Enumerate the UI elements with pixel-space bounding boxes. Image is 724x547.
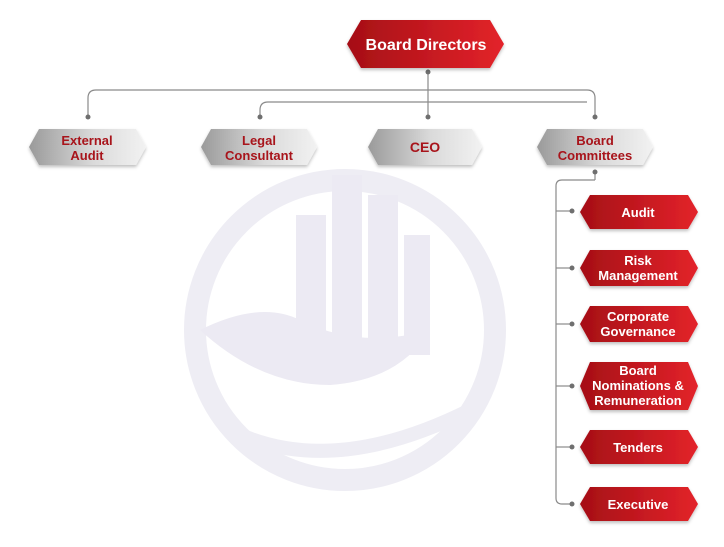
node-committee-risk-management: Risk Management bbox=[580, 250, 698, 286]
node-label-line-2: Consultant bbox=[225, 148, 294, 163]
node-label-line-2: Governance bbox=[600, 324, 675, 339]
node-committee-audit: Audit bbox=[580, 195, 698, 229]
node-label-line-2: Nominations & bbox=[592, 378, 684, 393]
node-committee-executive: Executive bbox=[580, 487, 698, 521]
node-label: Audit bbox=[621, 205, 655, 220]
node-board-committees: Board Committees bbox=[537, 129, 653, 165]
node-label-line-2: Committees bbox=[558, 148, 632, 163]
node-committee-corporate-governance: Corporate Governance bbox=[580, 306, 698, 342]
node-label-line-1: Corporate bbox=[607, 309, 669, 324]
node-committee-tenders: Tenders bbox=[580, 430, 698, 464]
node-label: Executive bbox=[608, 497, 669, 512]
node-label-line-2: Audit bbox=[70, 148, 104, 163]
node-legal-consultant: Legal Consultant bbox=[201, 129, 317, 165]
node-label-line-3: Remuneration bbox=[594, 393, 681, 408]
node-label-line-1: Board bbox=[619, 363, 657, 378]
node-label-line-1: External bbox=[61, 133, 112, 148]
node-committee-board-nominations-remuneration: Board Nominations & Remuneration bbox=[580, 362, 698, 410]
node-external-audit: External Audit bbox=[29, 129, 146, 165]
node-label: Board Directors bbox=[366, 37, 487, 54]
node-label-line-2: Management bbox=[598, 268, 678, 283]
node-board-directors: Board Directors bbox=[347, 20, 504, 68]
node-ceo: CEO bbox=[368, 129, 482, 165]
node-label: Tenders bbox=[613, 440, 663, 455]
watermark-logo bbox=[184, 169, 506, 491]
node-label-line-1: Board bbox=[576, 133, 614, 148]
connector-dots bbox=[85, 69, 598, 507]
node-label-line-1: Legal bbox=[242, 133, 276, 148]
node-label-line-1: Risk bbox=[624, 253, 652, 268]
connectors bbox=[87, 72, 596, 505]
node-label: CEO bbox=[410, 139, 440, 155]
